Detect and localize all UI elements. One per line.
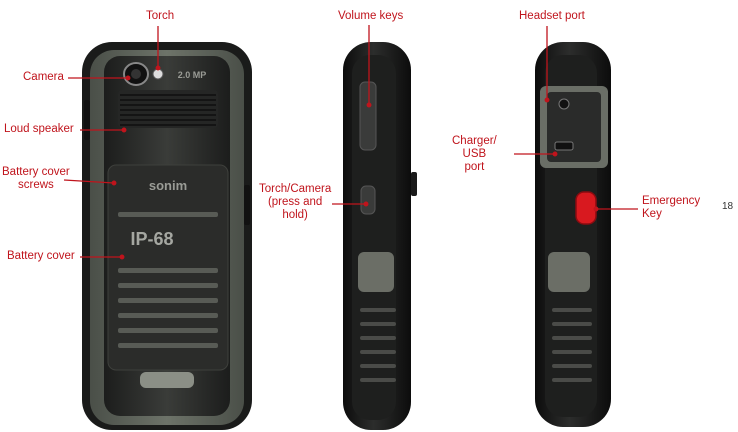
page-number: 18 <box>722 201 734 212</box>
camera-badge-text: 2.0 MP <box>178 70 207 80</box>
camera-lens-inner <box>131 69 141 79</box>
label-headset-port: Headset port <box>519 10 585 22</box>
right-side-key <box>244 185 250 225</box>
label-charger-usb-port: Charger/ USB port <box>452 135 497 173</box>
label-camera: Camera <box>23 71 64 83</box>
battery-cover-panel <box>107 164 229 371</box>
label-battery-cover-screws: Battery cover screws <box>2 166 70 191</box>
label-loud-speaker: Loud speaker <box>4 123 74 135</box>
port-cover-inner <box>547 92 601 162</box>
leader-lines <box>63 25 638 260</box>
phone-back-view <box>82 42 252 430</box>
phone-side-view-left <box>343 42 417 430</box>
side-left-ribs <box>360 308 396 382</box>
volume-keys[interactable] <box>359 81 377 151</box>
side-right-ribs <box>552 308 592 382</box>
torch-lens <box>152 68 164 80</box>
side-left-grip-pad <box>358 252 394 292</box>
label-torch-camera: Torch/Camera (press and hold) <box>259 183 332 221</box>
side-right-grip-pad <box>548 252 590 292</box>
left-side-key <box>84 100 90 140</box>
label-volume-keys: Volume keys <box>338 10 404 22</box>
label-torch: Torch <box>146 10 175 22</box>
leader-battery-screws <box>63 179 115 184</box>
phone-side-view-right <box>535 42 611 427</box>
torch-camera-key[interactable] <box>360 185 376 215</box>
charger-usb-port[interactable] <box>554 141 574 151</box>
battery-cover-ribs <box>118 212 218 348</box>
emergency-key[interactable] <box>575 191 597 225</box>
speaker-grille-lines <box>120 94 216 126</box>
side-left-stub <box>411 172 417 196</box>
brand-logo-text: sonim <box>149 178 187 193</box>
label-battery-cover: Battery cover <box>7 250 75 262</box>
headset-port[interactable] <box>558 98 570 110</box>
ip-rating-text: IP-68 <box>130 229 173 249</box>
label-emergency-key: Emergency Key <box>642 195 701 220</box>
bottom-connector-cap <box>140 372 194 388</box>
